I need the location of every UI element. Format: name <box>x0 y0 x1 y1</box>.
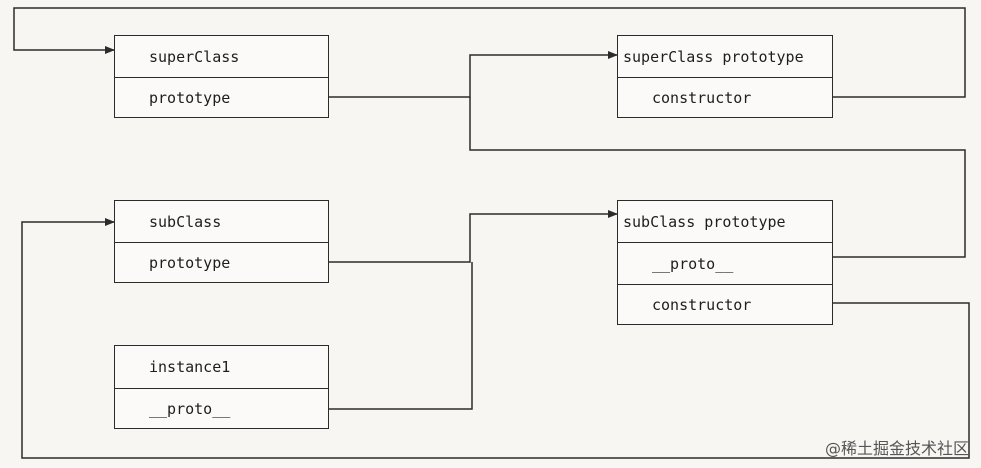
constructor-to-subclass-arrow <box>21 218 970 459</box>
instance1-box: instance1 __proto__ <box>114 345 329 429</box>
subclass-title: subClass <box>149 212 222 231</box>
subclass-prototype-arrow <box>328 210 618 263</box>
subclass-prototype-title: subClass prototype <box>623 212 786 231</box>
superclass-prototype-box: superClass prototype constructor <box>617 35 833 118</box>
subclass-prototype-proto-field: __proto__ <box>618 242 832 284</box>
superclass-title: superClass <box>149 47 240 66</box>
constructor-to-superclass-arrow <box>13 7 966 98</box>
subclass-prototype-field: prototype <box>115 242 328 282</box>
instance1-title: instance1 <box>149 358 231 376</box>
superclass-prototype-field: prototype <box>115 77 328 117</box>
watermark-text: @稀土掘金技术社区 <box>824 439 969 458</box>
subclass-prototype-box: subClass prototype __proto__ constructor <box>617 200 833 325</box>
superclass-box: superClass prototype <box>114 35 329 118</box>
superclass-prototype-title: superClass prototype <box>623 47 804 66</box>
subclass-proto-to-superclass-prototype-line <box>469 97 966 258</box>
superclass-prototype-arrow <box>328 51 618 98</box>
subclass-prototype-constructor-field: constructor <box>618 284 832 324</box>
superclass-prototype-constructor-field: constructor <box>618 77 832 117</box>
subclass-box: subClass prototype <box>114 200 329 283</box>
instance1-proto-field: __proto__ <box>115 388 328 428</box>
instance-proto-line <box>328 262 473 410</box>
